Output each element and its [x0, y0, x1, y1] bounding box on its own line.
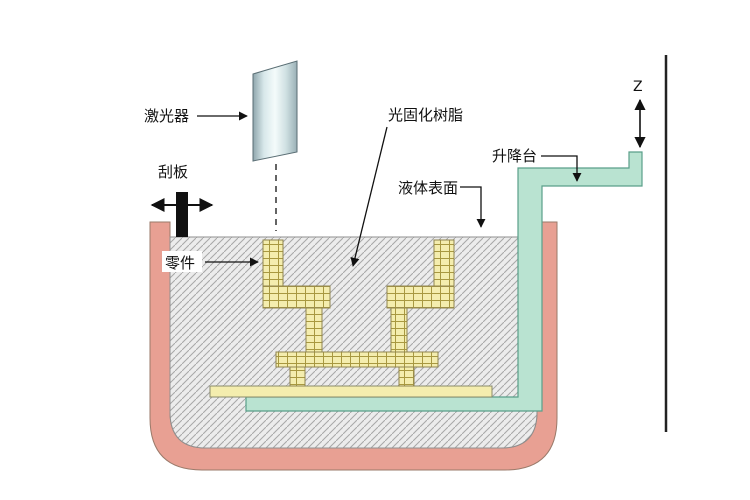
- part-structure: [262, 239, 455, 387]
- z-axis-label: Z: [633, 79, 643, 95]
- liquid-surface-label: 液体表面: [398, 179, 458, 197]
- laser-body: [252, 60, 298, 162]
- laser-label: 激光器: [144, 107, 189, 125]
- part-left-leg: [289, 366, 306, 387]
- part-right-flange: [386, 285, 455, 309]
- liquid-surface-pointer-arrow: [460, 186, 486, 228]
- scraper-label: 刮板: [158, 163, 188, 181]
- liquid-resin: [169, 236, 538, 449]
- resin-pointer-arrow: [350, 126, 388, 267]
- part-right-stem: [390, 307, 408, 355]
- lift-platform-label: 升降台: [492, 147, 537, 165]
- build-base-plate: [209, 385, 493, 398]
- part-beam: [275, 351, 439, 368]
- part-label: 零件: [165, 254, 195, 272]
- scraper-blade: [176, 192, 188, 237]
- part-left-stem: [305, 307, 323, 355]
- part-label-background: [162, 251, 202, 272]
- part-right-leg: [398, 366, 415, 387]
- part-left-flange: [262, 285, 331, 309]
- elevator-platform: [245, 151, 643, 412]
- resin-label: 光固化树脂: [388, 106, 463, 124]
- lift-platform-pointer-arrow: [541, 155, 582, 182]
